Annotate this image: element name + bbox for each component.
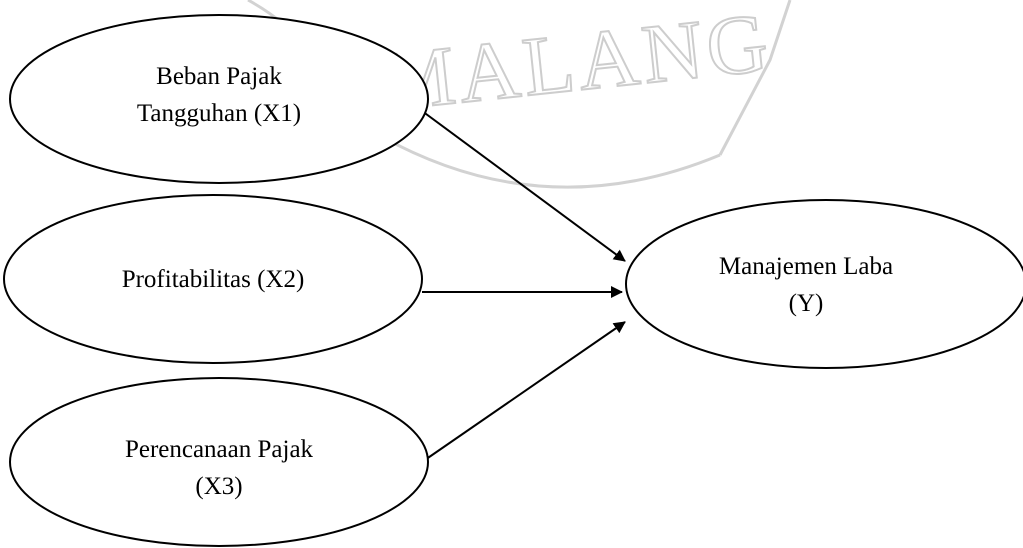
edge-x3-to-y [421, 321, 626, 463]
node-x3-label-line2: (X3) [195, 473, 242, 500]
node-x1: Beban Pajak Tangguhan (X1) [9, 14, 429, 184]
edge-x1-to-y [417, 107, 626, 262]
node-x2: Profitabilitas (X2) [3, 194, 423, 364]
node-x3-label-line1: Perencanaan Pajak [125, 436, 314, 463]
node-x1-label-line2: Tangguhan (X1) [137, 100, 301, 127]
node-y-ellipse [625, 199, 1023, 369]
node-x3-ellipse [9, 377, 429, 547]
node-y-label-line1: Manajemen Laba [719, 253, 893, 280]
edges [417, 107, 626, 463]
node-x1-ellipse [9, 14, 429, 184]
node-x3: Perencanaan Pajak (X3) [9, 377, 429, 547]
node-y-label-line2: (Y) [789, 290, 824, 317]
node-x2-ellipse [3, 194, 423, 364]
watermark-text: MALANG [376, 0, 776, 129]
watermark-base-curve [369, 128, 721, 189]
node-x2-label-line1: Profitabilitas (X2) [122, 266, 305, 293]
node-y: Manajemen Laba (Y) [625, 199, 1023, 369]
watermark-arc-right [718, 0, 792, 156]
node-x1-label-line1: Beban Pajak [156, 63, 282, 90]
